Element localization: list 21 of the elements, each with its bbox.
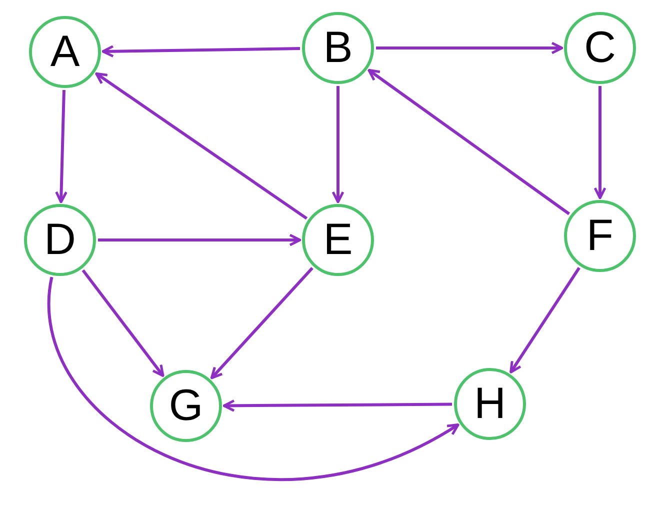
arrow <box>48 276 460 480</box>
node-label: E <box>323 218 353 262</box>
node-label: B <box>323 26 353 70</box>
node-label: D <box>44 218 76 262</box>
arrow <box>332 86 344 204</box>
arrow <box>82 269 164 377</box>
node-label: F <box>586 214 614 258</box>
arrow <box>55 90 68 204</box>
node-label: G <box>168 384 204 428</box>
arrow <box>222 399 452 412</box>
arrow <box>510 266 580 374</box>
arrow <box>376 42 564 54</box>
arrow <box>594 86 606 200</box>
arrow <box>98 234 302 246</box>
arrow <box>102 45 300 58</box>
node-label: C <box>584 26 616 70</box>
node-label: H <box>474 382 506 426</box>
arrow <box>210 267 314 380</box>
arrow <box>95 72 308 220</box>
node-label: A <box>50 30 80 74</box>
arrow <box>368 68 570 216</box>
